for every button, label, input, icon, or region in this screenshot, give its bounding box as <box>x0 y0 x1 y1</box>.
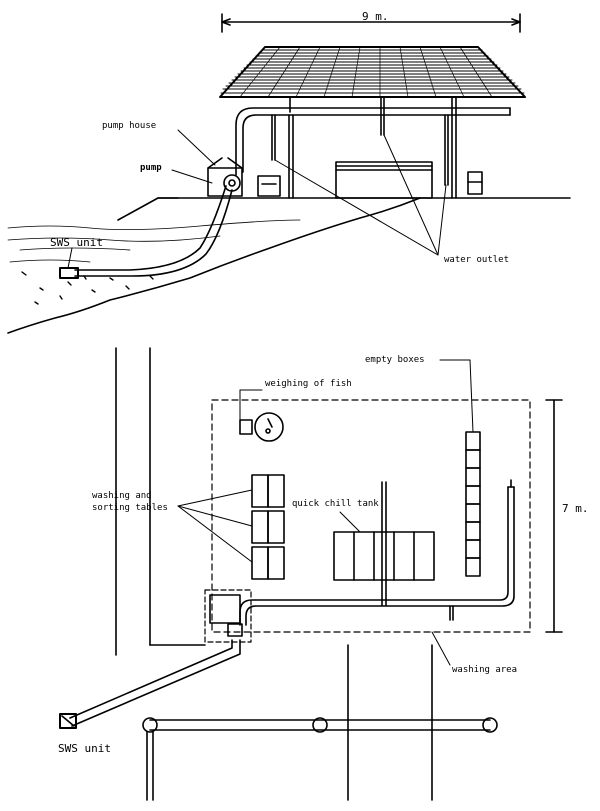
washing-area-boundary <box>204 399 531 643</box>
empty-boxes-stack <box>465 431 481 577</box>
distribution-pipe <box>239 479 515 626</box>
shelter-roof <box>219 46 526 98</box>
plan-leader-lines <box>177 359 474 666</box>
washing-tables-label-line2: sorting tables <box>92 503 168 513</box>
plan-view <box>59 347 563 801</box>
intake-pipe <box>74 185 233 277</box>
labels: 9 m. pump house pump SWS unit water outl… <box>50 10 589 755</box>
width-dimension-label: 9 m. <box>362 10 389 23</box>
plan-sws-unit-label: SWS unit <box>58 742 111 755</box>
plan-pump <box>209 594 243 637</box>
quick-chill-tank-label: quick chill tank <box>292 499 379 509</box>
elevation-view <box>7 13 571 334</box>
bin <box>467 171 483 195</box>
fence-rail <box>142 717 498 801</box>
elevation-leader-lines <box>67 129 447 269</box>
washing-area-label: washing area <box>452 665 517 675</box>
depth-dimension-label: 7 m. <box>562 502 589 515</box>
sws-unit-elevation <box>59 267 79 279</box>
weighing-label: weighing of fish <box>265 379 352 389</box>
weighing-scale <box>239 412 284 442</box>
seabed <box>21 271 154 305</box>
sorting-table <box>335 161 433 199</box>
washing-tables-label-line1: washing and <box>92 491 152 501</box>
small-table <box>257 175 281 197</box>
river-bank <box>7 197 421 334</box>
pump-label: pump <box>140 163 162 173</box>
water-outlet-label: water outlet <box>444 255 509 265</box>
water-surface <box>7 219 301 263</box>
pump-house <box>207 157 243 197</box>
quick-chill-tank <box>333 481 435 606</box>
width-dimension-line <box>221 13 521 33</box>
sws-unit-label: SWS unit <box>50 236 103 249</box>
ground-platform <box>117 197 571 221</box>
empty-boxes-label: empty boxes <box>365 355 425 365</box>
roof-posts <box>288 96 457 199</box>
plan-boundary-lines <box>115 347 433 801</box>
overhead-water-pipe <box>235 107 511 186</box>
plan-intake-pipe <box>69 639 241 727</box>
pump <box>223 174 241 192</box>
pump-house-label: pump house <box>102 121 156 131</box>
sws-unit-plan <box>59 713 77 729</box>
depth-dimension-line <box>545 399 563 633</box>
washing-tables <box>251 474 285 580</box>
